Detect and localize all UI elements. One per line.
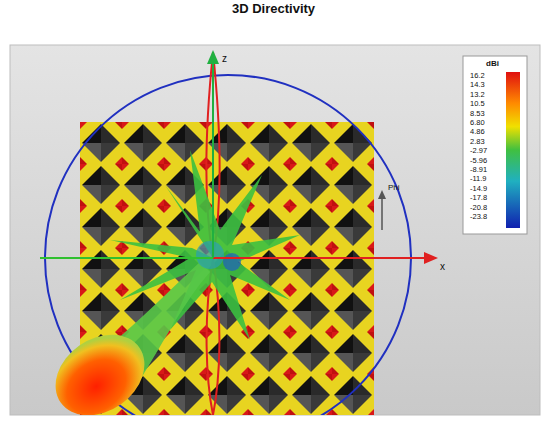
- scale-value: 13.2: [470, 91, 485, 99]
- scale-value: 2.83: [470, 138, 485, 146]
- scale-value: -17.8: [470, 194, 487, 202]
- scale-value: 4.86: [470, 128, 485, 136]
- scale-value: -8.91: [470, 166, 487, 174]
- scale-value: -11.9: [470, 175, 487, 183]
- scale-value: 10.5: [470, 100, 485, 108]
- scale-value: -5.96: [470, 157, 487, 165]
- unit-header: dBi: [486, 60, 499, 68]
- axis-label: Phi: [388, 184, 400, 192]
- scale-value: 6.80: [470, 119, 485, 127]
- scale-value: -14.9: [470, 185, 487, 193]
- scale-value: -2.97: [470, 147, 487, 155]
- scale-value: -20.8: [470, 204, 487, 212]
- scale-value: 16.2: [470, 72, 485, 80]
- scale-value: 14.3: [470, 81, 485, 89]
- axis-label: z: [222, 54, 227, 64]
- axis-label: x: [440, 262, 445, 272]
- scale-value: -23.8: [470, 213, 487, 221]
- scale-value: 8.53: [470, 110, 485, 118]
- plot-title: 3D Directivity: [232, 2, 315, 15]
